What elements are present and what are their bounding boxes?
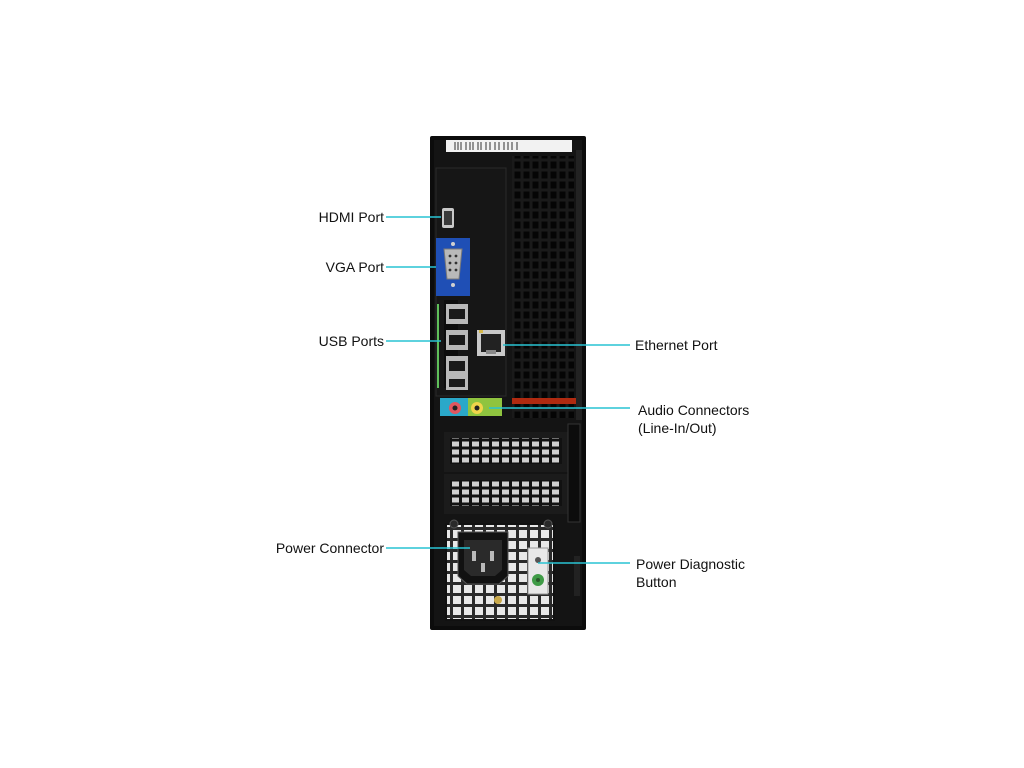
service-tag-sticker bbox=[446, 140, 572, 152]
audio-connectors-label: Audio Connectors (Line-In/Out) bbox=[638, 401, 749, 437]
expansion-slots bbox=[444, 423, 581, 523]
power-diagnostic-label: Power Diagnostic Button bbox=[636, 555, 745, 591]
screw bbox=[543, 519, 553, 529]
latch bbox=[574, 556, 580, 596]
audio-jack-icon bbox=[440, 398, 502, 416]
leader-lines bbox=[386, 216, 630, 564]
ethernet-port-icon bbox=[477, 330, 505, 356]
barcode bbox=[454, 142, 518, 150]
screw bbox=[494, 596, 502, 604]
diagnostic-button-icon bbox=[527, 547, 549, 595]
vga-port-label: VGA Port bbox=[325, 259, 384, 275]
usb-ports-label: USB Ports bbox=[318, 333, 384, 349]
ethernet-port-label: Ethernet Port bbox=[635, 337, 718, 353]
hdmi-port-icon bbox=[442, 208, 454, 228]
power-connector-label: Power Connector bbox=[275, 540, 384, 556]
screw bbox=[449, 519, 459, 529]
side-rail bbox=[576, 150, 582, 420]
vga-port-icon bbox=[436, 238, 470, 296]
warning-strip bbox=[512, 398, 576, 404]
upper-vent-grill bbox=[512, 156, 574, 418]
usb-port-icon bbox=[437, 300, 468, 390]
power-diagnostic-label-line2: Button bbox=[636, 574, 677, 590]
power-diagnostic-label-line1: Power Diagnostic bbox=[636, 556, 745, 572]
hdmi-port-label: HDMI Port bbox=[318, 209, 384, 225]
power-socket-icon bbox=[457, 531, 509, 585]
audio-connectors-label-line1: Audio Connectors bbox=[638, 402, 750, 418]
audio-connectors-label-line2: (Line-In/Out) bbox=[638, 420, 717, 436]
